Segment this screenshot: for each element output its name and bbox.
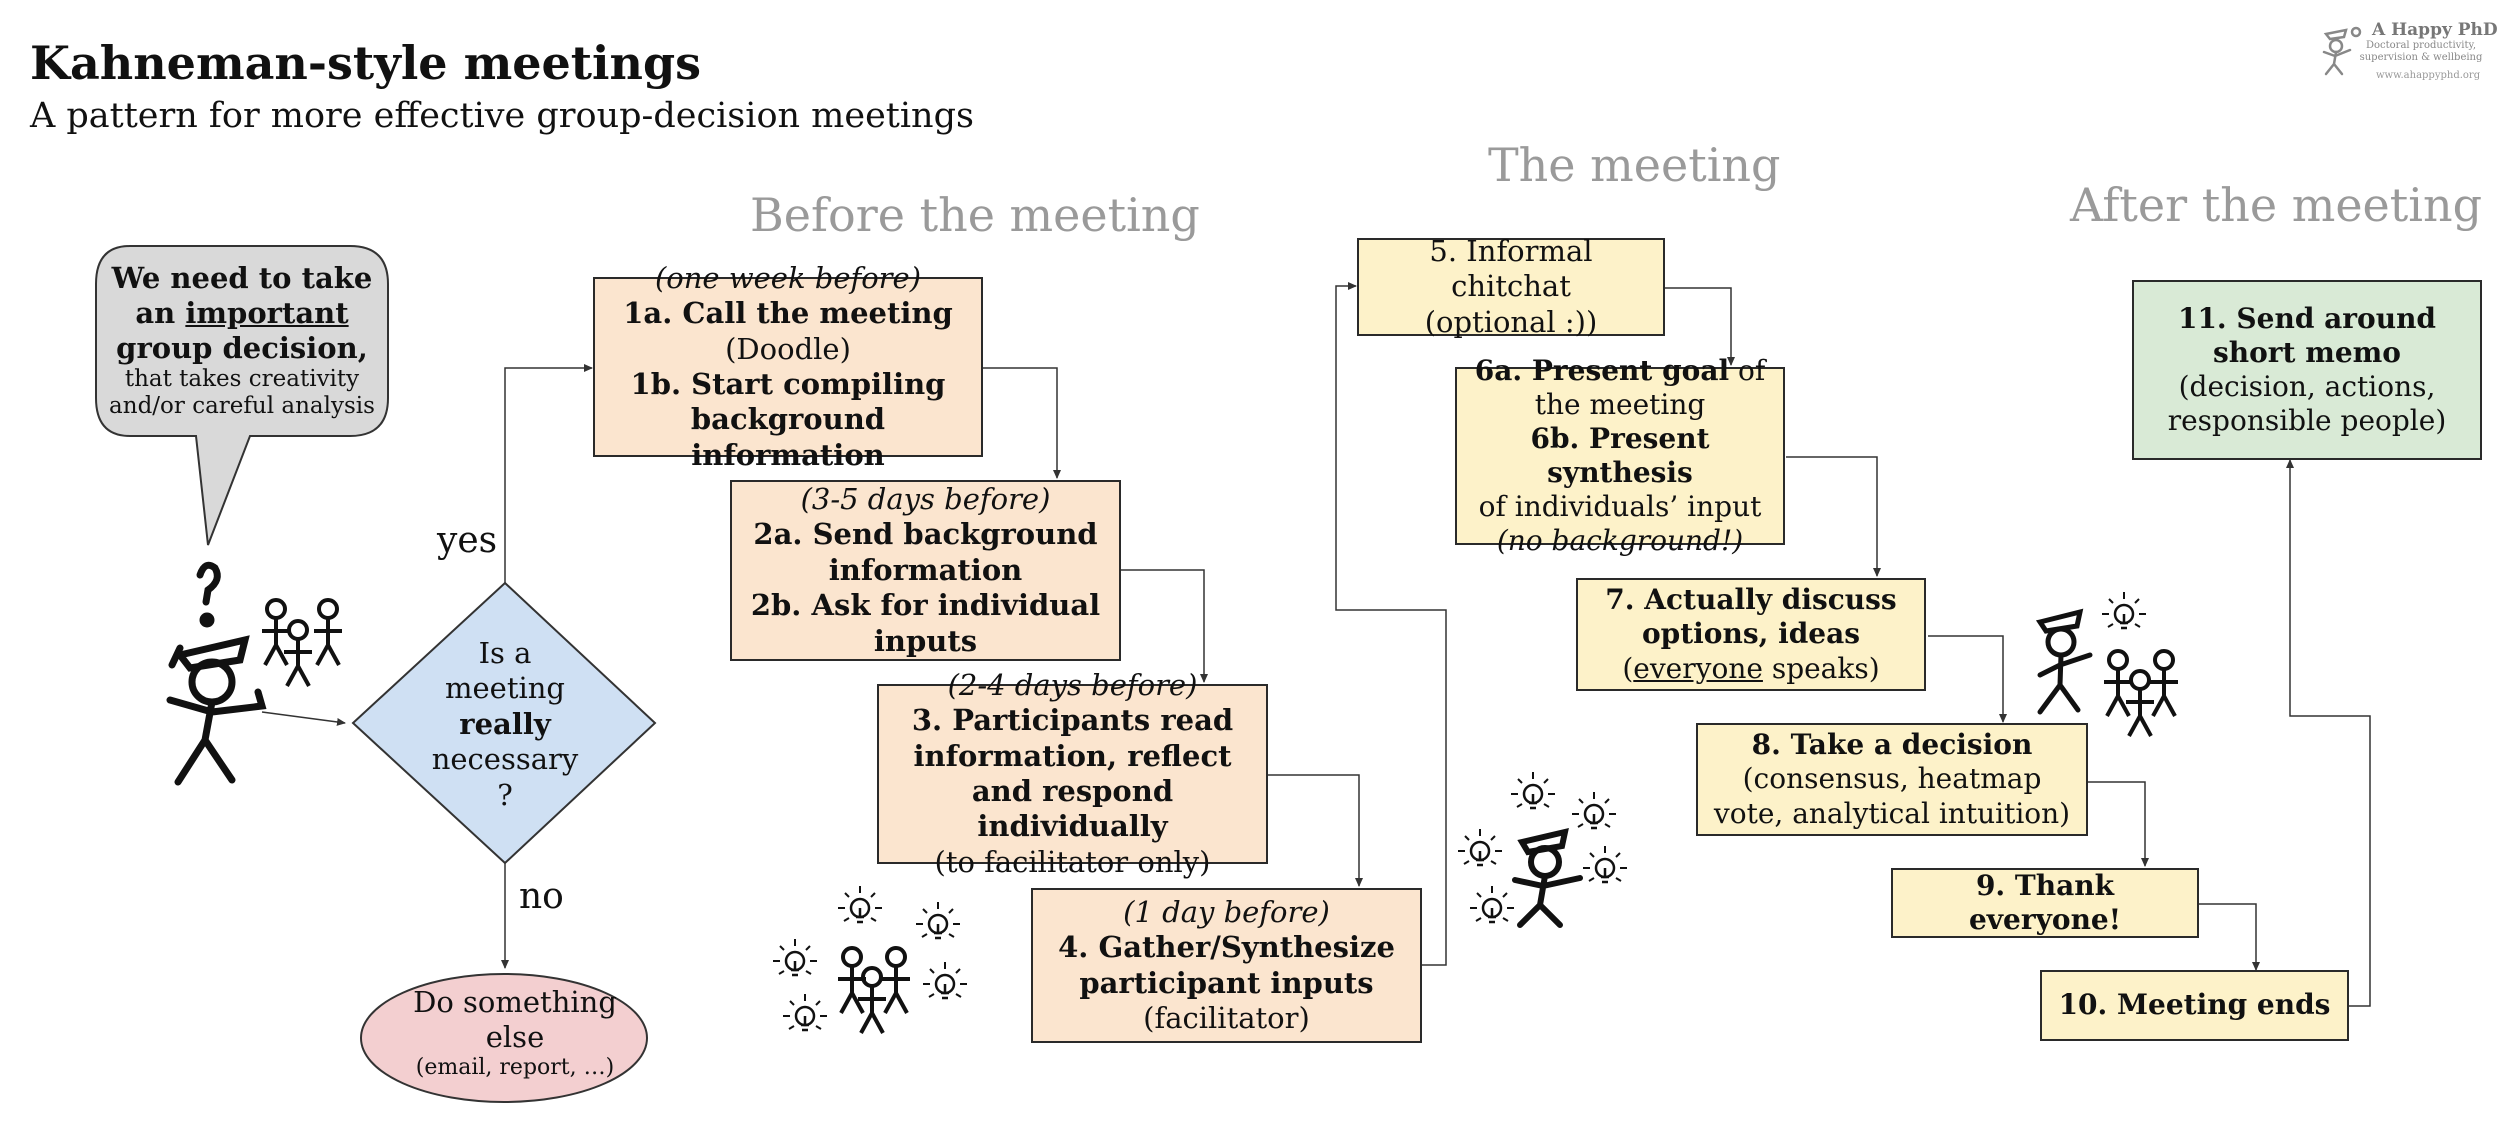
step-7-note: (everyone speaks) [1622,652,1879,686]
step-2b-text: 2b. Ask for individual inputs [750,588,1101,658]
step-1-box: (one week before) 1a. Call the meeting (… [593,261,983,472]
bubble-line-2: an important [135,296,348,331]
alternative-line-3: (email, report, …) [415,1054,615,1080]
decision-line-1: Is a [478,636,532,670]
speech-bubble-text: We need to take an important group decis… [96,246,388,436]
step-11-box: 11. Send around short memo (decision, ac… [2132,280,2482,460]
speech-bubble [95,245,389,546]
logo-name: A Happy PhD [2372,20,2498,40]
step-10-text: 10. Meeting ends [2058,988,2331,1022]
bubble-line-5: and/or careful analysis [109,393,375,420]
step-6-box: 6a. Present goal of the meeting 6b. Pres… [1455,354,1785,557]
alternative-line-1: Do something [413,985,617,1019]
bubble-line-1: We need to take [111,261,373,296]
decision-line-3: really [459,706,551,741]
logo-url: www.ahappyphd.org [2376,70,2481,81]
section-meeting-title: The meeting [1488,138,1781,192]
step-7-everyone: everyone [1633,651,1763,685]
step-1b-text: 1b. Start compiling background informati… [630,367,946,472]
step-4-box: (1 day before) 4. Gather/Synthesize part… [1031,888,1422,1043]
step-10-box: 10. Meeting ends [2040,970,2349,1041]
step-4-note: (facilitator) [1143,1000,1310,1035]
bubble-line-2-pre: an [135,296,186,330]
step-2a-text: 2a. Send background information [753,517,1098,587]
step-5-note: (optional :)) [1424,304,1598,339]
decision-line-2: meeting [445,671,565,706]
decision-line-5: ? [497,777,513,812]
bubble-line-3: group decision, [116,330,368,365]
step-7-note-pre: ( [1622,651,1634,685]
step-7-box: 7. Actually discuss options, ideas (ever… [1576,578,1926,691]
section-before-title: Before the meeting [750,188,1200,242]
step-6b-bold: 6b. Present synthesis [1530,421,1710,489]
step-6-note: (no background!) [1496,524,1744,558]
step-6b-rest: of individuals’ input [1478,490,1762,524]
step-1a-note: (Doodle) [725,331,851,366]
alternative-text: Do something else (email, report, …) [380,985,650,1081]
step-3-box: (2-4 days before) 3. Participants read i… [877,668,1268,879]
page-title: Kahneman-style meetings [30,36,702,90]
step-9-text: 9. Thank everyone! [1968,868,2122,936]
bubble-important-word: important [185,296,349,330]
step-8-text: 8. Take a decision [1751,728,2033,762]
page-subtitle: A pattern for more effective group-decis… [30,96,974,136]
yes-label: yes [437,520,498,561]
step-4-text: 4. Gather/Synthesize participant inputs [1058,930,1395,1000]
logo-icon [2322,26,2362,76]
step-6a-line: 6a. Present goal of the meeting [1467,354,1773,422]
facilitator-figure [1456,770,1629,928]
step-5-box: 5. Informal chitchat (optional :)) [1357,234,1665,339]
step-1a-text: 1a. Call the meeting [623,296,953,331]
decision-question: Is a meeting really necessary ? [400,636,610,813]
colleagues-group-figure [260,598,344,688]
step-6a-rest: of the meeting [1534,353,1766,421]
section-after-title: After the meeting [2070,178,2483,232]
step-2-when: (3-5 days before) [800,482,1051,517]
no-label: no [519,876,564,917]
bubble-line-4: that takes creativity [124,365,360,392]
logo-tagline: Doctoral productivity, supervision & wel… [2359,40,2483,63]
yes-connector [504,364,593,583]
step-3-note: (to facilitator only) [934,844,1211,879]
step-3-text: 3. Participants read information, reflec… [911,703,1234,844]
decision-line-4: necessary [431,742,579,777]
step-7-text: 7. Actually discuss options, ideas [1605,583,1897,651]
alternative-line-2: else [485,1019,545,1054]
step-2-box: (3-5 days before) 2a. Send background in… [730,480,1121,661]
step-3-when: (2-4 days before) [947,667,1198,702]
step-5-text: 5. Informal chitchat [1429,233,1593,304]
step-8-box: 8. Take a decision (consensus, heatmap v… [1696,723,2088,836]
step-7-note-post: speaks) [1762,651,1880,685]
step-connectors [983,282,2371,1007]
step-1-when: (one week before) [654,260,922,295]
happy-group-figure [2035,590,2180,738]
alternative-ellipse [360,973,648,1103]
step-6a-bold: 6a. Present goal [1474,353,1730,387]
step-9-box: 9. Thank everyone! [1891,868,2199,938]
step-8-note: (consensus, heatmap vote, analytical int… [1713,762,2071,830]
brainstorm-group-figure [771,884,969,1035]
phd-student-figure [166,561,267,786]
step-11-note: (decision, actions, responsible people) [2167,370,2447,438]
step-11-text: 11. Send around short memo [2177,301,2437,369]
step-4-when: (1 day before) [1123,894,1330,929]
